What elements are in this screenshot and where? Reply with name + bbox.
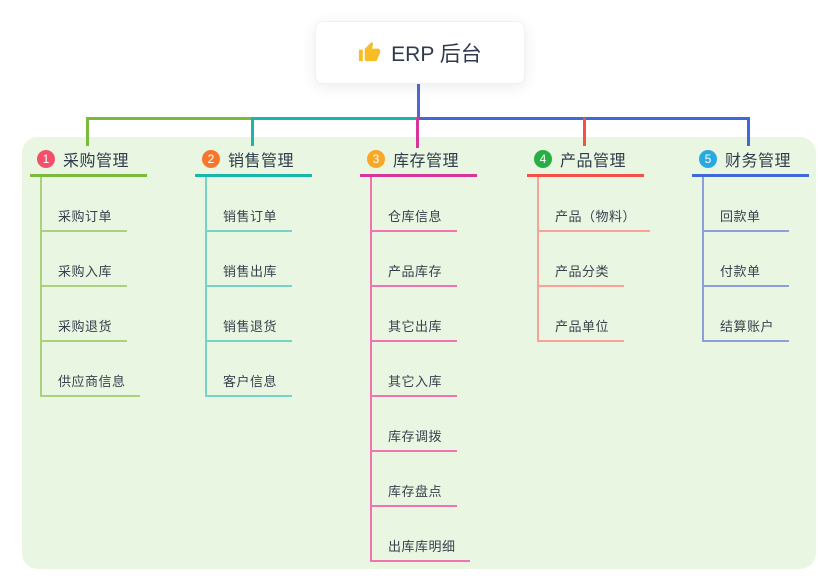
branch-column-1: 1 采购管理 采购订单采购入库采购退货供应商信息 — [30, 146, 147, 397]
branch-topic-node[interactable]: 1 采购管理 — [30, 146, 147, 177]
child-node-label: 采购入库 — [42, 261, 127, 287]
child-node-label: 库存盘点 — [372, 481, 457, 507]
branch-topic-node[interactable]: 4 产品管理 — [527, 146, 644, 177]
child-node-label: 产品分类 — [539, 261, 624, 287]
root-node[interactable]: ERP 后台 — [315, 21, 525, 84]
root-node-label: ERP 后台 — [391, 42, 482, 66]
child-node-label: 其它入库 — [372, 371, 457, 397]
branch-number-badge: 1 — [37, 149, 55, 168]
drop-connector-branch2 — [251, 117, 254, 146]
child-node-label: 产品库存 — [372, 261, 457, 287]
branch-column-5: 5 财务管理 回款单付款单结算账户 — [692, 146, 809, 342]
child-node[interactable]: 回款单 — [704, 177, 809, 232]
branches-panel — [22, 137, 816, 569]
branch-topic-node[interactable]: 3 库存管理 — [360, 146, 477, 177]
child-node[interactable]: 库存盘点 — [372, 452, 477, 507]
child-node[interactable]: 产品分类 — [539, 232, 650, 287]
child-node-label: 产品单位 — [539, 316, 624, 342]
child-node[interactable]: 其它出库 — [372, 287, 477, 342]
child-node[interactable]: 销售出库 — [207, 232, 312, 287]
child-node-label: 其它出库 — [372, 316, 457, 342]
child-node-label: 供应商信息 — [42, 371, 140, 397]
drop-connector-branch1 — [86, 117, 89, 146]
child-node[interactable]: 其它入库 — [372, 342, 477, 397]
child-node[interactable]: 付款单 — [704, 232, 809, 287]
branch-topic-label: 销售管理 — [228, 152, 295, 170]
child-node-label: 采购退货 — [42, 316, 127, 342]
bus-segment-branch2 — [251, 117, 416, 120]
child-node-label: 付款单 — [704, 261, 789, 287]
child-node[interactable]: 库存调拨 — [372, 397, 477, 452]
child-node-label: 销售订单 — [207, 206, 292, 232]
child-node[interactable]: 采购退货 — [42, 287, 147, 342]
child-node[interactable]: 销售订单 — [207, 177, 312, 232]
branch-children-group: 回款单付款单结算账户 — [702, 177, 809, 342]
child-node[interactable]: 采购入库 — [42, 232, 147, 287]
branch-column-3: 3 库存管理 仓库信息产品库存其它出库其它入库库存调拨库存盘点出库库明细 — [360, 146, 477, 562]
child-node-label: 回款单 — [704, 206, 789, 232]
child-node-label: 结算账户 — [704, 316, 789, 342]
bus-segment-branch1 — [86, 117, 251, 120]
root-stem-connector — [417, 82, 420, 117]
child-node-label: 客户信息 — [207, 371, 292, 397]
child-node-label: 销售出库 — [207, 261, 292, 287]
branch-number-badge: 3 — [367, 149, 385, 168]
child-node[interactable]: 客户信息 — [207, 342, 312, 397]
child-node[interactable]: 供应商信息 — [42, 342, 147, 397]
branch-topic-node[interactable]: 2 销售管理 — [195, 146, 312, 177]
child-node-label: 仓库信息 — [372, 206, 457, 232]
branch-topic-label: 库存管理 — [393, 152, 460, 170]
child-node[interactable]: 出库库明细 — [372, 507, 477, 562]
drop-connector-branch4 — [583, 117, 586, 146]
child-node[interactable]: 产品（物料） — [539, 177, 651, 232]
drop-connector-branch3 — [416, 117, 419, 148]
branch-topic-label: 采购管理 — [63, 152, 130, 170]
branch-number-badge: 4 — [534, 149, 552, 168]
child-node-label: 出库库明细 — [372, 536, 470, 562]
branch-children-group: 采购订单采购入库采购退货供应商信息 — [40, 177, 147, 397]
branch-topic-label: 财务管理 — [725, 152, 792, 170]
child-node-label: 库存调拨 — [372, 426, 457, 452]
child-node[interactable]: 销售退货 — [207, 287, 312, 342]
drop-connector-branch5 — [747, 117, 750, 146]
branch-topic-label: 产品管理 — [560, 152, 627, 170]
branch-number-badge: 5 — [699, 149, 717, 168]
child-node[interactable]: 结算账户 — [704, 287, 809, 342]
thumbs-up-icon — [358, 41, 381, 64]
child-node[interactable]: 采购订单 — [42, 177, 147, 232]
child-node-label: 销售退货 — [207, 316, 292, 342]
branch-topic-node[interactable]: 5 财务管理 — [692, 146, 809, 177]
branch-children-group: 产品（物料） 产品分类产品单位 — [537, 177, 651, 342]
child-node[interactable]: 产品库存 — [372, 232, 477, 287]
branch-children-group: 销售订单销售出库销售退货客户信息 — [205, 177, 312, 397]
branch-column-4: 4 产品管理 产品（物料） 产品分类产品单位 — [527, 146, 651, 342]
child-node[interactable]: 仓库信息 — [372, 177, 477, 232]
branch-number-badge: 2 — [202, 149, 220, 168]
child-node-label: 采购订单 — [42, 206, 127, 232]
branch-children-group: 仓库信息产品库存其它出库其它入库库存调拨库存盘点出库库明细 — [370, 177, 477, 562]
child-node[interactable]: 产品单位 — [539, 287, 650, 342]
branch-column-2: 2 销售管理 销售订单销售出库销售退货客户信息 — [195, 146, 312, 397]
child-node-label: 产品（物料） — [539, 206, 651, 232]
